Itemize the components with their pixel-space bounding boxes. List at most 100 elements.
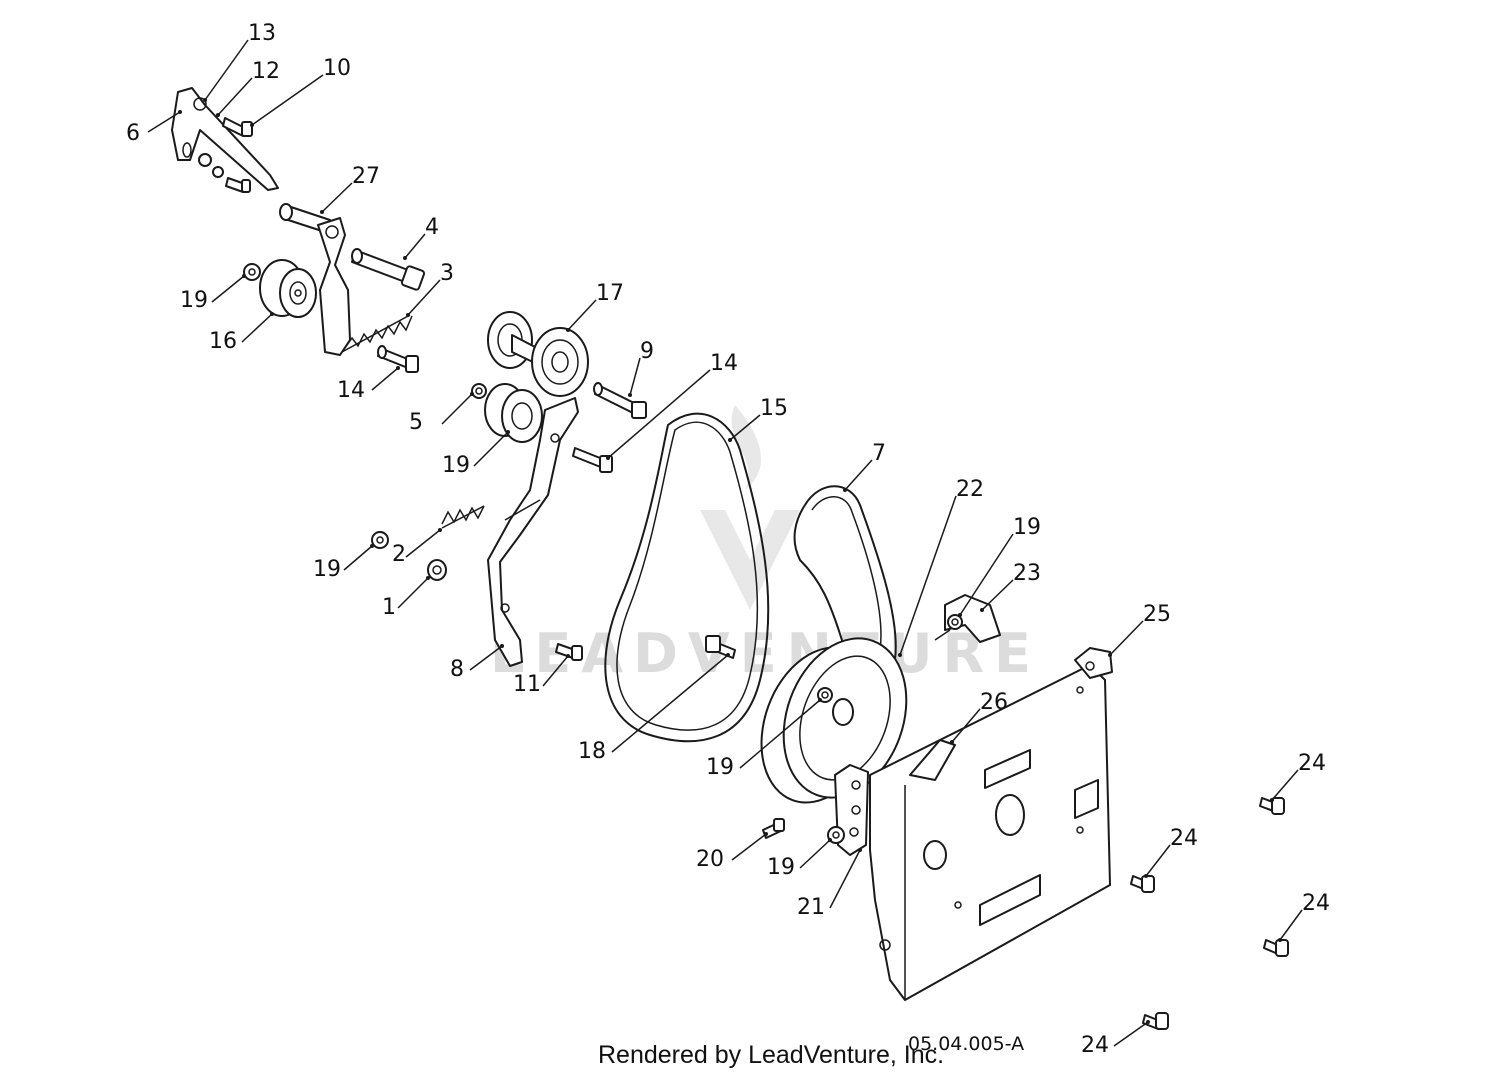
callout-number: 19 — [767, 855, 795, 880]
callout-leader-tip — [470, 392, 474, 396]
callout-number: 24 — [1170, 826, 1198, 851]
callout-number: 19 — [1013, 515, 1041, 540]
part-24-bolt-1 — [1259, 797, 1285, 815]
callout-leader-line — [844, 459, 873, 491]
callout-number: 10 — [323, 56, 351, 81]
callout-leader-tip — [1108, 653, 1112, 657]
callout-number: 26 — [980, 690, 1008, 715]
callout-leader-tip — [270, 312, 274, 316]
callout-leader-line — [1113, 1021, 1149, 1047]
callout-leader-tip — [950, 740, 954, 744]
callout-leader-tip — [506, 430, 510, 434]
callout-leader-line — [1279, 909, 1303, 941]
callout-leader-line — [1145, 844, 1171, 877]
callout-leader-line — [204, 39, 249, 101]
part-9-bolt — [593, 382, 647, 419]
part-4-bolt — [351, 248, 426, 291]
callout-leader-tip — [728, 438, 732, 442]
part-19-nut-5 — [947, 614, 963, 630]
callout-leader-tip — [818, 698, 822, 702]
callout-leader-tip — [1146, 1020, 1150, 1024]
callout-number: 25 — [1143, 602, 1171, 627]
part-19-nut-6 — [827, 826, 845, 844]
leadventure-watermark: LEADVENTURE — [490, 405, 1031, 685]
callout-number: 5 — [409, 410, 423, 435]
callout-leader-line — [147, 111, 181, 133]
callout-number: 17 — [596, 281, 624, 306]
callout-leader-line — [407, 279, 441, 316]
callout-leader-line — [611, 654, 729, 753]
callout-number: 9 — [640, 339, 654, 364]
callout-leader-tip — [764, 832, 768, 836]
callout-leader-line — [397, 577, 429, 609]
callout-leader-tip — [250, 123, 254, 127]
callout-leader-line — [321, 182, 353, 213]
callout-number: 1 — [382, 595, 396, 620]
callout-leader-tip — [370, 544, 374, 548]
callout-leader-line — [1109, 620, 1144, 656]
callout-leader-tip — [1278, 938, 1282, 942]
part-24-bolt-3 — [1263, 939, 1289, 957]
callout-leader-tip — [320, 210, 324, 214]
part-bolt-small — [225, 177, 251, 193]
callout-number: 7 — [872, 441, 886, 466]
callout-leader-line — [951, 708, 981, 743]
callout-number: 4 — [425, 215, 439, 240]
part-16-idler-pulley — [259, 259, 317, 318]
callout-number: 23 — [1013, 561, 1041, 586]
callout-leader-line — [405, 529, 441, 558]
callout-leader-line — [729, 414, 761, 441]
callout-number: 3 — [440, 261, 454, 286]
part-19-nut-3 — [371, 531, 389, 549]
callout-leader-tip — [606, 456, 610, 460]
callout-number: 22 — [956, 477, 984, 502]
diagram-code: 05.04.005-A — [908, 1033, 1024, 1055]
part-3-spring — [341, 314, 413, 353]
callout-number: 8 — [450, 657, 464, 682]
callout-leader-line — [343, 545, 373, 571]
part-24-bolt-2 — [1130, 875, 1155, 893]
callout-number: 19 — [313, 557, 341, 582]
callout-leader-tip — [566, 654, 570, 658]
callout-leader-tip — [500, 644, 504, 648]
callout-leader-tip — [843, 488, 847, 492]
callout-leader-line — [567, 299, 597, 331]
callout-number: 14 — [710, 351, 738, 376]
part-11-bolt — [555, 643, 583, 661]
part-15-pulley — [484, 383, 543, 443]
callout-leader-line — [959, 533, 1014, 616]
callout-number: 16 — [209, 329, 237, 354]
part-7-belt — [793, 485, 897, 661]
callout-leader-tip — [216, 113, 220, 117]
part-27-idler-arm — [279, 203, 351, 356]
part-14-bolt-middle — [572, 447, 613, 473]
rendered-by-credit: Rendered by LeadVenture, Inc. — [598, 1041, 944, 1069]
part-1-washer — [427, 559, 447, 581]
callout-leader-tip — [203, 98, 207, 102]
part-19-nut — [243, 263, 261, 281]
callout-leader-line — [211, 275, 245, 303]
callout-number: 19 — [706, 755, 734, 780]
callout-leader-line — [829, 849, 861, 909]
callout-leader-tip — [403, 256, 407, 260]
callout-leader-line — [251, 74, 324, 126]
callout-leader-tip — [958, 613, 962, 617]
callout-leader-line — [371, 367, 399, 391]
callout-leader-tip — [628, 393, 632, 397]
callout-number: 19 — [442, 453, 470, 478]
callout-number: 14 — [337, 378, 365, 403]
callout-leader-tip — [426, 576, 430, 580]
part-17-double-pulley — [487, 311, 589, 397]
callout-leader-line — [981, 579, 1014, 611]
callout-number: 6 — [126, 121, 140, 146]
callout-leader-line — [241, 313, 273, 343]
callout-leader-tip — [242, 274, 246, 278]
part-14-bolt-upper — [377, 345, 419, 373]
part-24-bolt-4 — [1142, 1012, 1169, 1030]
callout-leader-tip — [406, 313, 410, 317]
callout-leader-line — [799, 839, 831, 869]
callout-leader-line — [217, 77, 253, 116]
